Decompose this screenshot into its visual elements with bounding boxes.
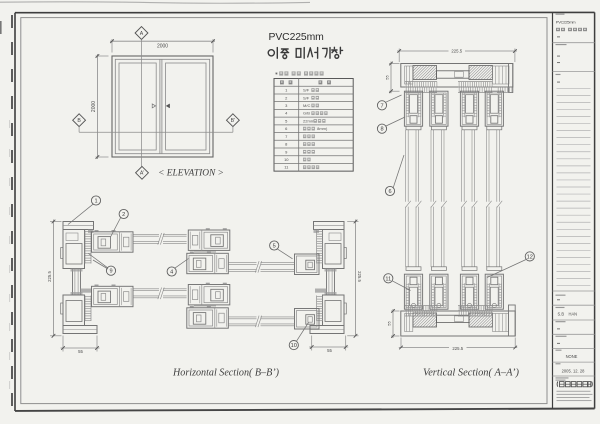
svg-text:S/F: S/F <box>303 88 310 93</box>
svg-text:6: 6 <box>388 189 391 195</box>
svg-text:S.B: S.B <box>558 311 565 316</box>
svg-text:2000: 2000 <box>157 43 168 49</box>
svg-text:A’: A’ <box>140 171 144 177</box>
svg-text:< ELEVATION >: < ELEVATION > <box>158 169 224 179</box>
svg-text:11: 11 <box>385 276 391 282</box>
svg-text:B’: B’ <box>231 118 236 124</box>
svg-text:6: 6 <box>285 126 288 131</box>
svg-text:B: B <box>77 118 81 124</box>
svg-text:1: 1 <box>285 88 288 93</box>
svg-text:4: 4 <box>170 270 173 276</box>
svg-text:Horizontal Section( B–B’): Horizontal Section( B–B’) <box>172 367 280 378</box>
svg-text:Vertical Section( A–A’): Vertical Section( A–A’) <box>423 367 520 378</box>
svg-text:11: 11 <box>284 165 289 170</box>
svg-text:55: 55 <box>387 321 392 326</box>
svg-text:55: 55 <box>385 75 390 80</box>
svg-text:4: 4 <box>285 111 288 116</box>
svg-text:5: 5 <box>273 244 276 250</box>
svg-text:9: 9 <box>109 269 112 275</box>
svg-text:225.5: 225.5 <box>452 346 463 351</box>
svg-text:NONE: NONE <box>566 354 578 359</box>
svg-text:PVC225mm: PVC225mm <box>269 32 324 43</box>
svg-text:2000: 2000 <box>91 101 97 112</box>
svg-text:A: A <box>140 31 144 37</box>
svg-text:5: 5 <box>285 118 288 123</box>
svg-text:10: 10 <box>284 157 289 162</box>
svg-text:M/C: M/C <box>303 103 310 108</box>
svg-text:22mm: 22mm <box>303 118 315 123</box>
svg-text:55: 55 <box>78 349 83 354</box>
svg-text:1: 1 <box>94 199 97 205</box>
svg-text:55: 55 <box>327 348 332 353</box>
svg-text:8: 8 <box>380 127 383 133</box>
svg-text:PVC225mm: PVC225mm <box>556 20 576 25</box>
svg-text:7: 7 <box>285 134 288 139</box>
svg-text:8mm): 8mm) <box>317 126 328 131</box>
svg-text:7: 7 <box>380 103 383 109</box>
svg-text:225.5: 225.5 <box>451 49 462 54</box>
svg-text:G/B: G/B <box>303 111 310 116</box>
svg-text:2005. 12. 28: 2005. 12. 28 <box>562 368 585 373</box>
svg-text:HAN: HAN <box>569 311 578 316</box>
svg-text:2: 2 <box>285 95 288 100</box>
svg-text:9: 9 <box>285 149 288 154</box>
svg-text:225.5: 225.5 <box>47 271 52 282</box>
svg-text:225.5: 225.5 <box>357 271 362 282</box>
svg-text:2: 2 <box>122 212 125 218</box>
svg-text:8: 8 <box>285 142 288 147</box>
svg-text:10: 10 <box>291 343 297 349</box>
svg-text:S/F: S/F <box>303 95 310 100</box>
svg-text:12: 12 <box>527 254 533 260</box>
svg-text:3: 3 <box>285 103 288 108</box>
